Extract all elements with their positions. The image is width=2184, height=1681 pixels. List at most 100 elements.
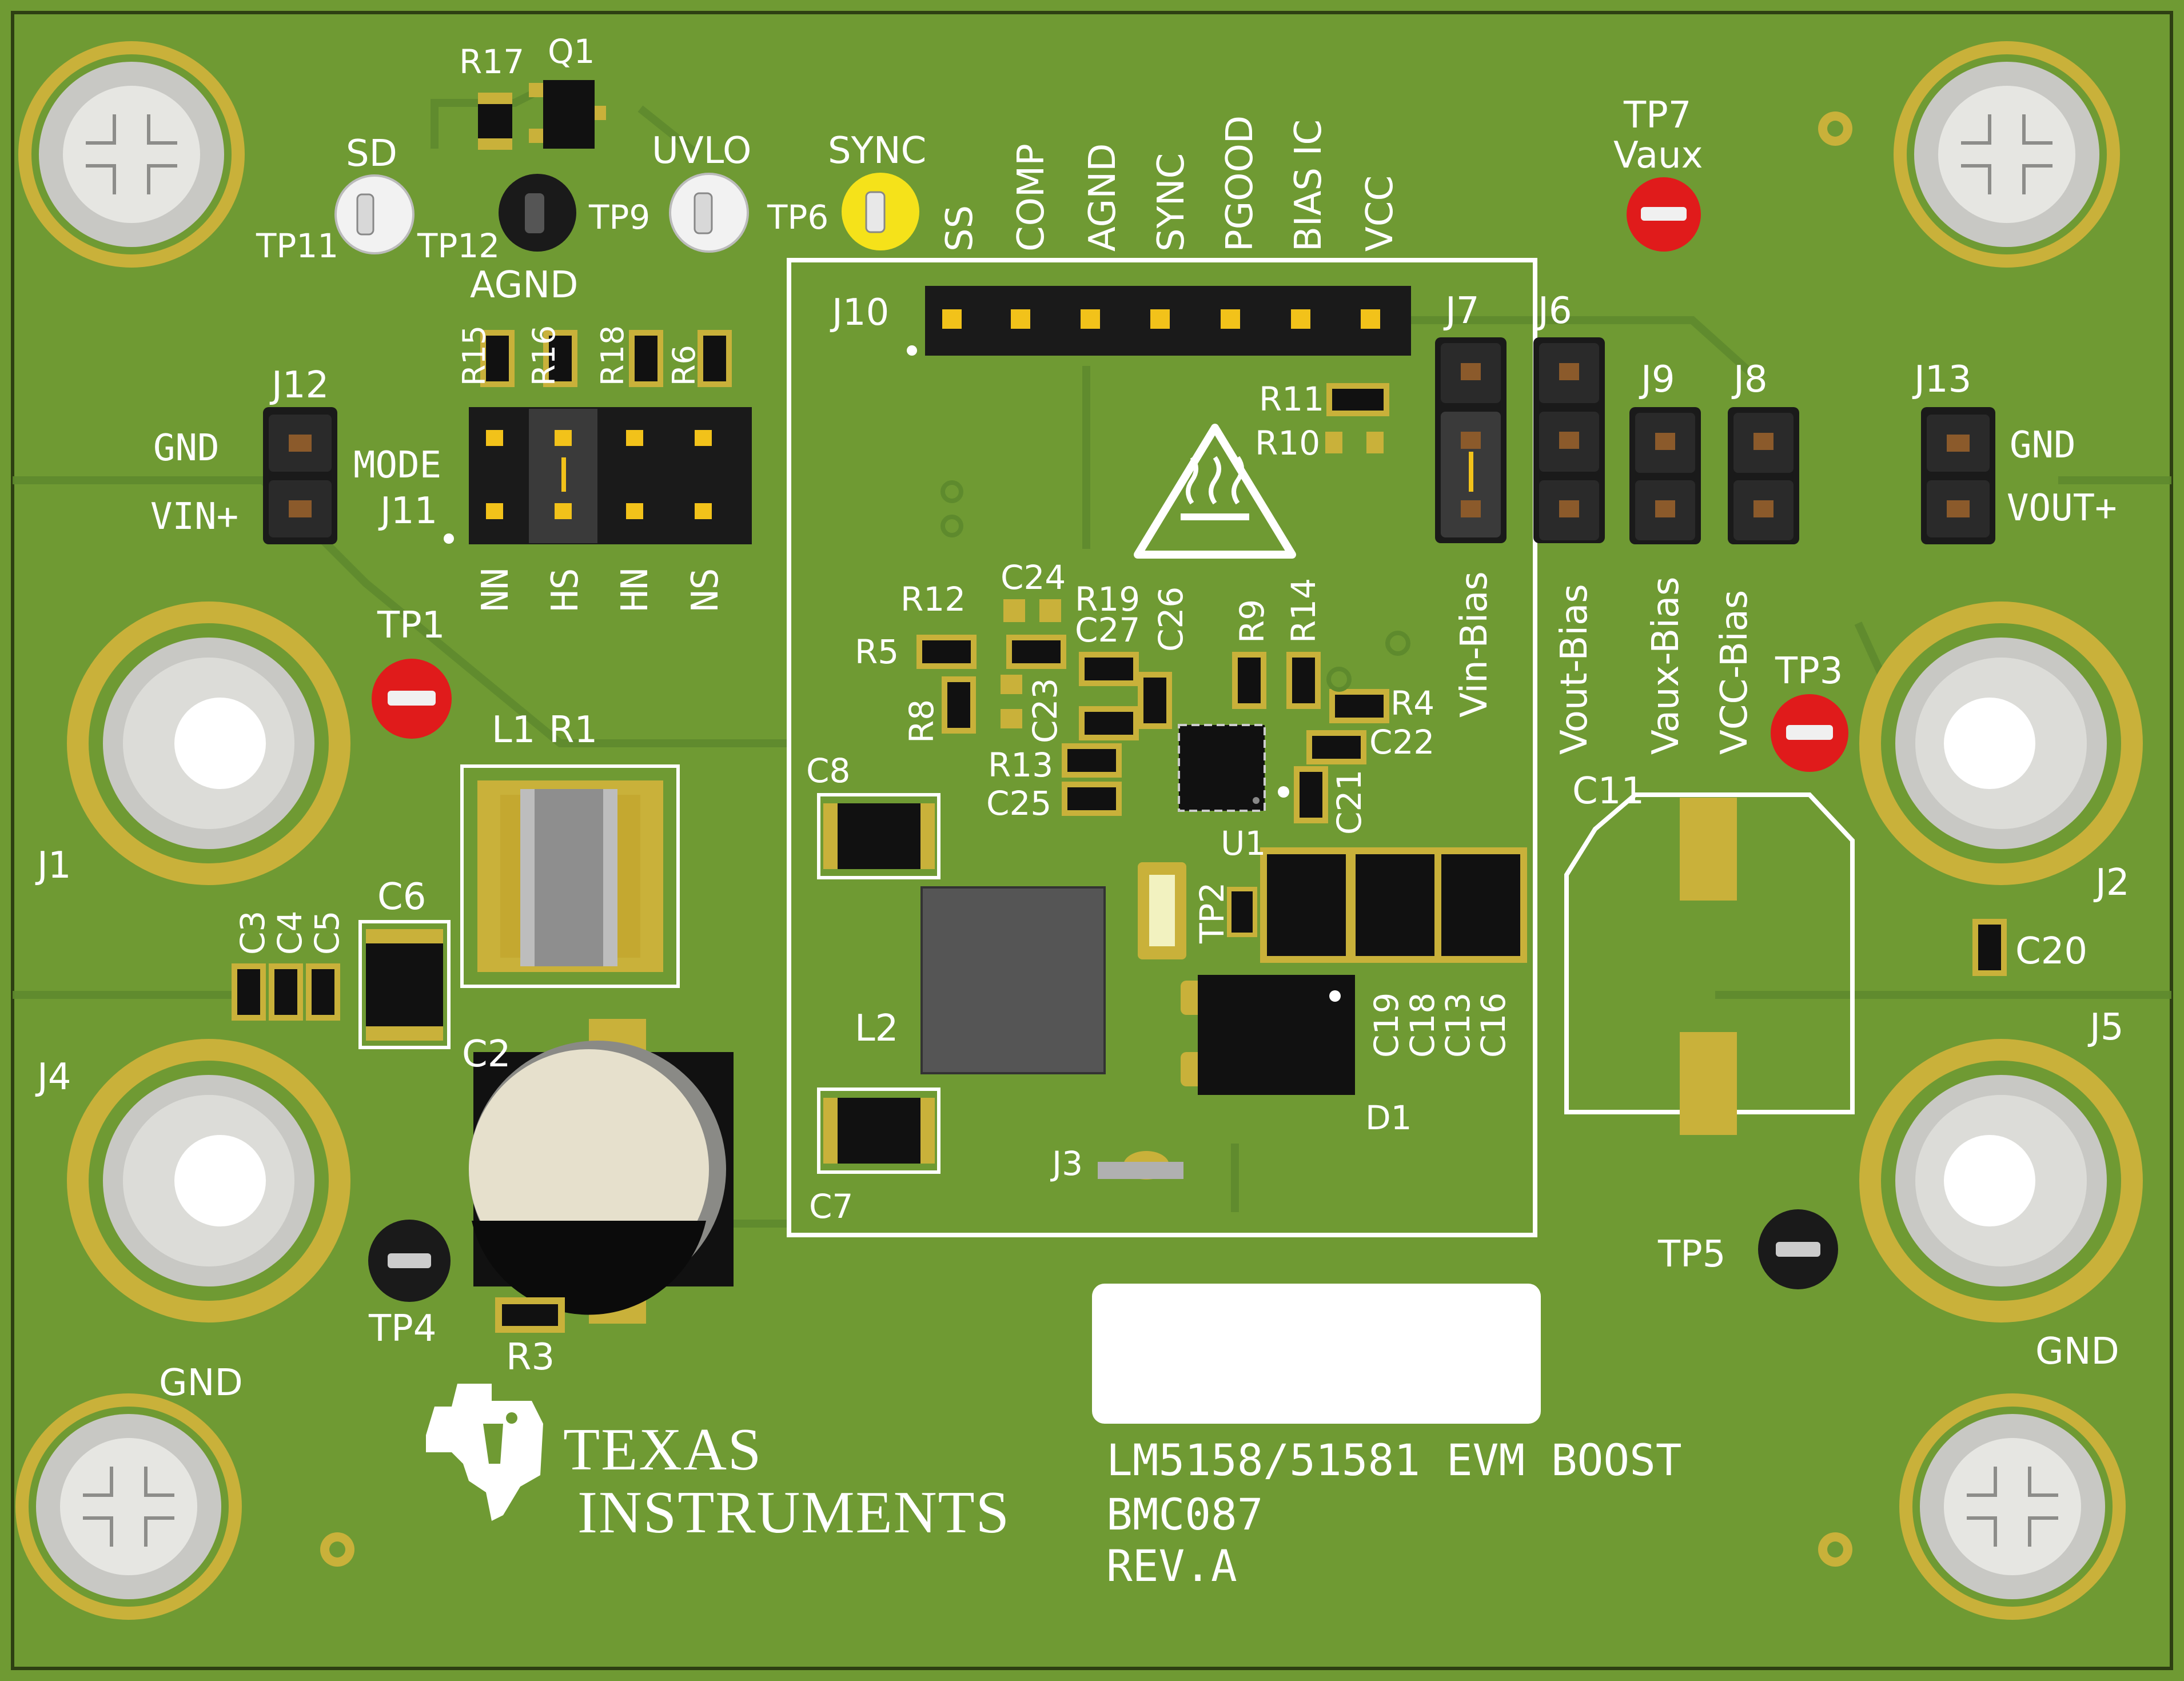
- resistor-r10: [1325, 432, 1384, 453]
- label-vaux: Vaux: [1613, 134, 1703, 177]
- test-point-tp3[interactable]: [1771, 694, 1848, 772]
- test-point-tp4[interactable]: [368, 1220, 451, 1302]
- label-c6: C6: [377, 876, 426, 918]
- j10-pin-label: SYNC: [1150, 153, 1193, 252]
- label-c23: C23: [1026, 678, 1065, 743]
- label-tp9: TP9: [588, 198, 650, 237]
- label-j4: J4: [35, 1056, 71, 1098]
- input-header-j12[interactable]: [263, 407, 337, 544]
- resistor-r17: [478, 93, 512, 150]
- label-agnd: AGND: [470, 264, 578, 306]
- label-j5: J5: [2087, 1006, 2124, 1049]
- copper-traces: [13, 82, 2171, 1228]
- label-l1: L1: [492, 709, 535, 751]
- label-r9: R9: [1233, 599, 1272, 643]
- banana-jack-j4[interactable]: [67, 1039, 350, 1323]
- test-point-tp12[interactable]: [669, 173, 749, 253]
- mounting-hole-bottom-left: [15, 1393, 242, 1620]
- test-point-tp9[interactable]: [499, 174, 576, 252]
- j10-pin-label: PGOOD: [1219, 115, 1261, 252]
- label-r19: R19: [1075, 580, 1140, 619]
- label-gnd-right: GND: [2010, 424, 2076, 467]
- label-r17: R17: [459, 42, 524, 81]
- label-sync: SYNC: [828, 130, 926, 172]
- capacitor-c11: [1564, 792, 1855, 1135]
- label-c21: C21: [1330, 770, 1369, 835]
- header-j8[interactable]: [1728, 407, 1799, 544]
- label-c16: C16: [1474, 993, 1513, 1058]
- label-u1: U1: [1221, 824, 1266, 863]
- label-tp5: TP5: [1657, 1233, 1725, 1276]
- label-vaux-bias: Vaux-Bias: [1645, 576, 1687, 755]
- label-r6: R6: [666, 345, 702, 386]
- test-point-tp5[interactable]: [1758, 1209, 1838, 1289]
- label-c25: C25: [986, 784, 1051, 823]
- test-point-tp11[interactable]: [334, 174, 415, 254]
- banana-jack-j2[interactable]: [1859, 602, 2143, 885]
- controller-u1: [1178, 724, 1289, 812]
- j10-pin-label: VCC: [1359, 176, 1401, 252]
- label-c2: C2: [462, 1033, 511, 1075]
- label-uvlo: UVLO: [652, 130, 751, 172]
- header-j10[interactable]: [907, 286, 1411, 356]
- label-j3: J3: [1050, 1144, 1083, 1183]
- label-r18: R18: [595, 325, 631, 386]
- label-tp7: TP7: [1623, 94, 1691, 137]
- label-l2: L2: [855, 1007, 898, 1050]
- label-r8: R8: [902, 699, 941, 743]
- label-q1: Q1: [548, 32, 595, 71]
- label-tp2: TP2: [1193, 882, 1232, 944]
- jumper-j3[interactable]: [1098, 1151, 1183, 1180]
- header-j7[interactable]: [1435, 337, 1507, 543]
- banana-jack-j5[interactable]: [1859, 1039, 2143, 1323]
- j10-pin-labels: SS COMP AGND SYNC PGOOD BIAS IC VCC: [939, 115, 1401, 252]
- mounting-hole-bottom-right: [1899, 1393, 2126, 1620]
- mounting-hole-top-right: [1894, 41, 2120, 268]
- header-j9[interactable]: [1629, 407, 1701, 544]
- label-r12: R12: [900, 580, 966, 619]
- label-r4: R4: [1390, 684, 1434, 723]
- mode-option-label: NN: [475, 568, 517, 612]
- label-vout-bias: Vout-Bias: [1553, 584, 1596, 755]
- inductor-l1: [460, 764, 680, 988]
- resistor-r11: [1326, 383, 1389, 416]
- label-j11: J11: [378, 490, 437, 532]
- capacitor-c20: [1972, 919, 2007, 976]
- board-name: LM5158/51581 EVM BOOST: [1106, 1435, 1682, 1485]
- label-r5: R5: [855, 632, 899, 671]
- header-j6[interactable]: [1533, 337, 1605, 543]
- label-c5: C5: [308, 911, 346, 955]
- label-vout: VOUT+: [2007, 487, 2117, 529]
- test-point-tp7[interactable]: [1627, 177, 1701, 252]
- mode-header-j11[interactable]: [444, 407, 752, 544]
- output-header-j13[interactable]: [1921, 407, 1995, 544]
- label-tp3: TP3: [1775, 650, 1843, 692]
- label-r13: R13: [988, 746, 1053, 784]
- label-j7: J7: [1443, 290, 1480, 332]
- label-j13: J13: [1912, 358, 1971, 401]
- label-d1: D1: [1365, 1098, 1412, 1137]
- test-point-tp1[interactable]: [372, 659, 452, 739]
- label-j1: J1: [35, 845, 71, 887]
- label-r14: R14: [1284, 578, 1323, 643]
- label-c18: C18: [1403, 993, 1442, 1058]
- label-j12: J12: [269, 364, 329, 407]
- mode-option-label: HN: [614, 568, 656, 612]
- label-c4: C4: [270, 911, 309, 955]
- silkscreen-labels: R17 Q1 SD UVLO SYNC TP7 Vaux TP11 TP12 T…: [35, 32, 2130, 1591]
- banana-jack-j1[interactable]: [67, 602, 350, 885]
- label-r1: R1: [549, 709, 597, 751]
- j10-pin-label: COMP: [1010, 144, 1053, 252]
- ti-logo-icon: [426, 1384, 543, 1521]
- test-point-tp2[interactable]: [1138, 862, 1257, 959]
- label-c22: C22: [1369, 723, 1434, 762]
- label-c27: C27: [1075, 611, 1140, 650]
- label-j2: J2: [2093, 862, 2130, 904]
- test-point-tp6[interactable]: [842, 173, 919, 250]
- logo-text-texas: TEXAS: [563, 1416, 762, 1483]
- label-j8: J8: [1731, 358, 1768, 401]
- capacitor-c6: [358, 920, 451, 1049]
- label-j9: J9: [1639, 358, 1675, 401]
- resistor-r3: [495, 1297, 565, 1333]
